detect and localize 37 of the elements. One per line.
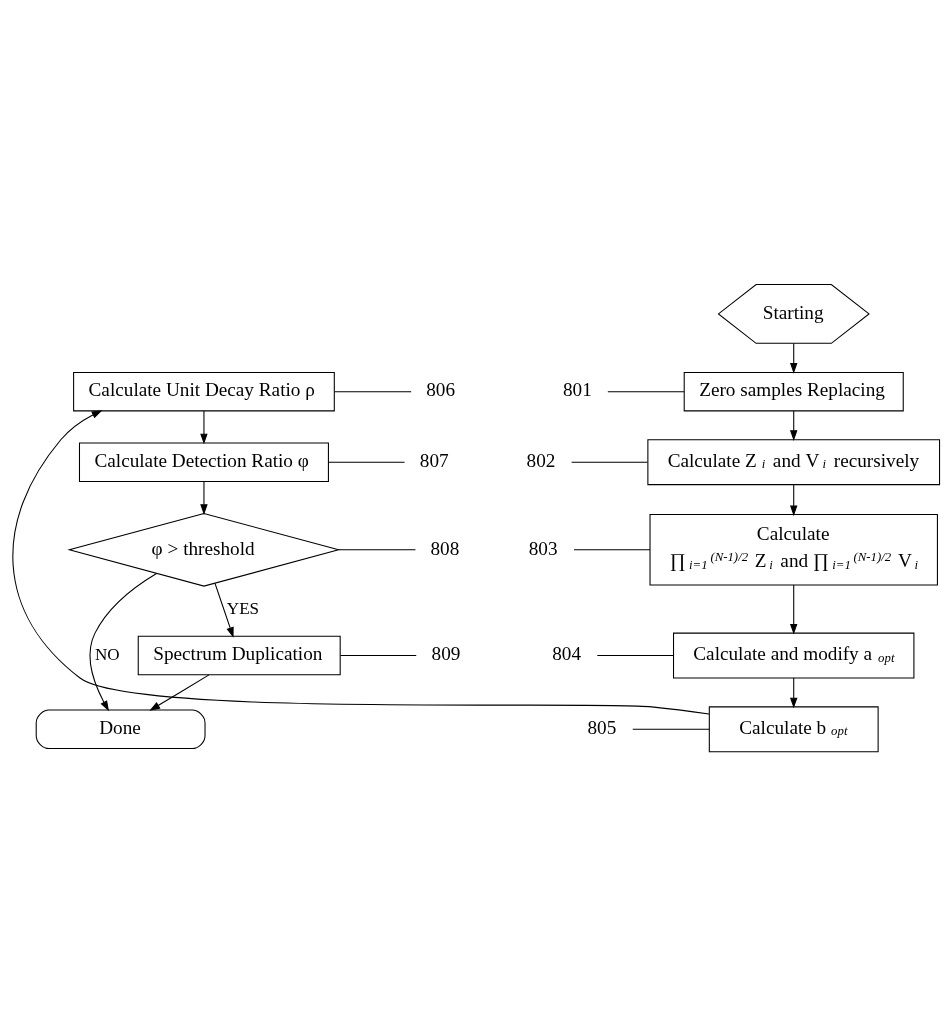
connector	[334, 390, 412, 392]
node-text: 802	[526, 449, 556, 471]
node-box: Zero samples Replacing	[683, 371, 904, 411]
connector	[573, 548, 651, 550]
arrow	[12, 409, 710, 715]
arrow	[789, 584, 798, 635]
arrow	[789, 410, 798, 441]
node-text: 803	[528, 537, 558, 558]
node-text: 801	[562, 378, 592, 400]
node-text: 808	[430, 537, 460, 558]
node-diamond: φ > threshold	[67, 512, 341, 587]
arrow	[214, 582, 234, 638]
node-text: 807	[419, 449, 449, 471]
connector	[339, 654, 417, 656]
arrow	[89, 572, 158, 711]
arrow	[789, 483, 798, 516]
connector	[328, 461, 406, 463]
arrow	[200, 410, 208, 444]
connector	[596, 654, 674, 656]
arrow	[149, 673, 210, 711]
edge-label: YES	[226, 598, 260, 618]
arrow	[789, 677, 798, 708]
node-box: Calculate Unit Decay Ratio ρ	[73, 371, 335, 411]
arrow	[789, 342, 798, 374]
connector	[338, 548, 416, 550]
arrow	[200, 480, 208, 515]
connector	[571, 461, 649, 463]
connector	[632, 728, 710, 730]
node-text: 809	[431, 642, 461, 664]
node-box: Calculate Detection Ratio φ	[78, 441, 329, 482]
node-box: Done	[35, 709, 206, 749]
node-box: Spectrum Duplication	[137, 635, 341, 675]
node-text: 806	[426, 378, 456, 400]
edge-label: NO	[94, 644, 120, 664]
node-text: 804	[552, 642, 582, 664]
connector	[607, 390, 685, 392]
node-text: 805	[587, 716, 617, 738]
